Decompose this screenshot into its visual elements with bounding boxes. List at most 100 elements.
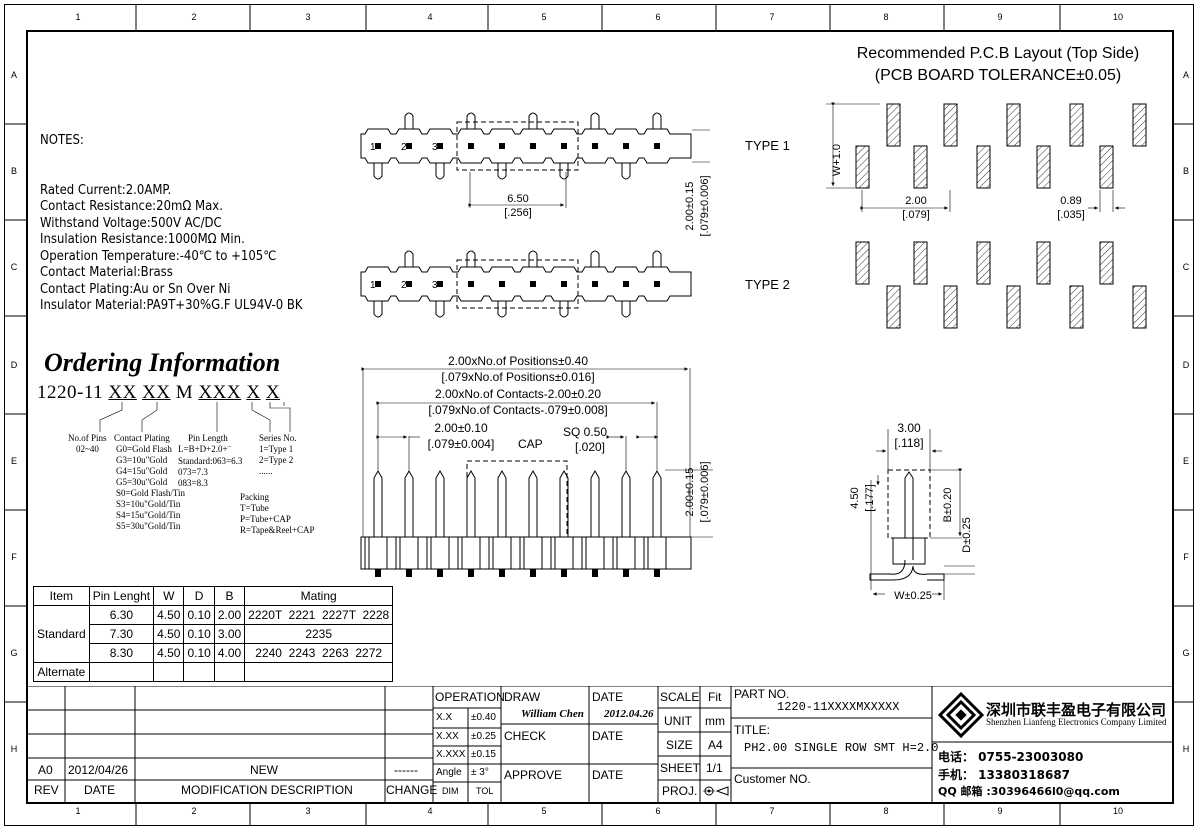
- projection-symbol-icon: [703, 786, 729, 796]
- grid-column-label: 10: [1112, 12, 1123, 22]
- cap-outline: [456, 259, 579, 309]
- draw-label: DRAW: [504, 690, 541, 704]
- front-pin-tail: [654, 569, 660, 577]
- rev-header-desc: MODIFICATION DESCRIPTION: [181, 783, 353, 797]
- grid-column-label: 6: [655, 806, 661, 816]
- ordering-code: 1220-11 XX XX M XXX X X: [37, 382, 280, 404]
- ordering-code-series: X: [246, 382, 261, 403]
- pin-table-header-b: B: [213, 586, 246, 606]
- front-cavity: [368, 536, 388, 570]
- drawer-name: William Chen: [521, 708, 584, 720]
- pcb-layout-title: Recommended P.C.B Layout (Top Side): [857, 45, 1140, 62]
- tol-label: TOL: [476, 786, 494, 796]
- ordering-leader-lines: [99, 402, 291, 432]
- company-email: QQ 邮箱 :30396466l0@qq.com: [938, 785, 1120, 798]
- grid-column-label: 3: [305, 806, 311, 816]
- pin-square: [499, 281, 505, 287]
- pin-table-header-d: D: [183, 586, 215, 606]
- drawing-border-outer: [4, 4, 1194, 826]
- pcb-pad: [1006, 103, 1021, 147]
- front-pin: [373, 469, 383, 537]
- grid-column-label: 5: [541, 806, 547, 816]
- front-pin: [621, 469, 631, 537]
- pcb-dim-width-in: [.035]: [1057, 209, 1085, 221]
- pin-leg: [559, 163, 569, 180]
- pin-leg: [466, 250, 476, 267]
- grid-row-label: C: [1182, 262, 1190, 272]
- pcb-layout-subtitle: (PCB BOARD TOLERANCE±0.05): [875, 67, 1121, 84]
- connector-top-outline: [360, 128, 692, 164]
- pin-square: [592, 281, 598, 287]
- grid-row-label: F: [1183, 552, 1189, 562]
- pin-leg: [497, 163, 507, 180]
- ordering-title: Ordering Information: [44, 348, 281, 377]
- pcb-pad: [1069, 103, 1084, 147]
- tol-dim: X.XX: [436, 731, 459, 742]
- rev-header-date: DATE: [84, 783, 116, 797]
- pin-number-label: 2: [401, 142, 407, 153]
- front-cap-label: CAP: [518, 437, 543, 451]
- front-pin: [466, 469, 476, 537]
- ordering-code-length: XXX: [198, 382, 242, 403]
- tol-value: ±0.40: [471, 712, 496, 723]
- company-logo-icon: [938, 692, 984, 738]
- scale-label: SCALE: [660, 690, 700, 704]
- front-pin-tail: [530, 569, 536, 577]
- packing-option: T=Tube: [240, 503, 269, 513]
- table-cell: [244, 662, 394, 682]
- pcb-pad: [913, 241, 928, 285]
- pin-leg: [590, 112, 600, 129]
- pin-square: [468, 143, 474, 149]
- grid-column-label: 1: [75, 806, 81, 816]
- table-cell: 4.50: [153, 605, 185, 625]
- notes-heading: NOTES:: [40, 133, 84, 148]
- pcb-pad: [886, 285, 901, 329]
- rev-header-change: CHANGE: [386, 783, 438, 797]
- plating-option: G4=15u"Gold: [116, 466, 168, 476]
- ordering-code-m: M: [175, 382, 194, 403]
- notes-line: Insulation Resistance:1000MΩ Min.: [40, 232, 245, 247]
- title-label: TITLE:: [734, 723, 771, 737]
- pin-table-header: Item Pin Lenght W D B Mating: [33, 586, 394, 606]
- notes-line: Contact Resistance:20mΩ Max.: [40, 199, 223, 214]
- table-cell: 3.00: [213, 624, 246, 644]
- pin-square: [437, 143, 443, 149]
- pcb-pad: [1006, 285, 1021, 329]
- front-body: [360, 536, 692, 570]
- front-pin-tail: [375, 569, 381, 577]
- grid-column-label: 9: [997, 806, 1003, 816]
- pcb-pad: [1069, 285, 1084, 329]
- front-dim-positions-in: [.079xNo.of Positions±0.016]: [441, 370, 594, 384]
- front-pin-tail: [623, 569, 629, 577]
- pcb-pad: [943, 285, 958, 329]
- pin-leg: [435, 163, 445, 180]
- rev-desc: NEW: [250, 763, 278, 777]
- grid-column-label: 7: [769, 806, 775, 816]
- front-cavity: [647, 536, 667, 570]
- tol-value: ±0.25: [471, 731, 496, 742]
- length-formula: L=B+D+2.0+: [178, 444, 228, 454]
- notes-lines: Rated Current:2.0AMP.Contact Resistance:…: [40, 183, 303, 315]
- pin-leg: [621, 163, 631, 180]
- grid-row-label: G: [1182, 648, 1190, 658]
- pin-square: [623, 281, 629, 287]
- front-cavity: [430, 536, 450, 570]
- pin-leg: [528, 250, 538, 267]
- plating-option: S4=15u"Gold/Tin: [116, 510, 181, 520]
- approve-label: APPROVE: [504, 768, 563, 782]
- table-cell: 0.10: [183, 605, 215, 625]
- pcb-pad: [913, 145, 928, 189]
- tol-value: ± 3°: [471, 767, 489, 778]
- pin-square: [561, 281, 567, 287]
- table-cell: 2240 2243 2263 2272: [244, 643, 394, 663]
- front-view-group: [360, 367, 713, 577]
- series-option: 2=Type 2: [259, 455, 294, 465]
- side-dim-300-in: [.118]: [894, 436, 923, 450]
- operation-label: OPERATION: [435, 690, 505, 704]
- front-cavity: [585, 536, 605, 570]
- ordering-code-pins: XX: [108, 382, 137, 403]
- unit-label: UNIT: [664, 714, 692, 728]
